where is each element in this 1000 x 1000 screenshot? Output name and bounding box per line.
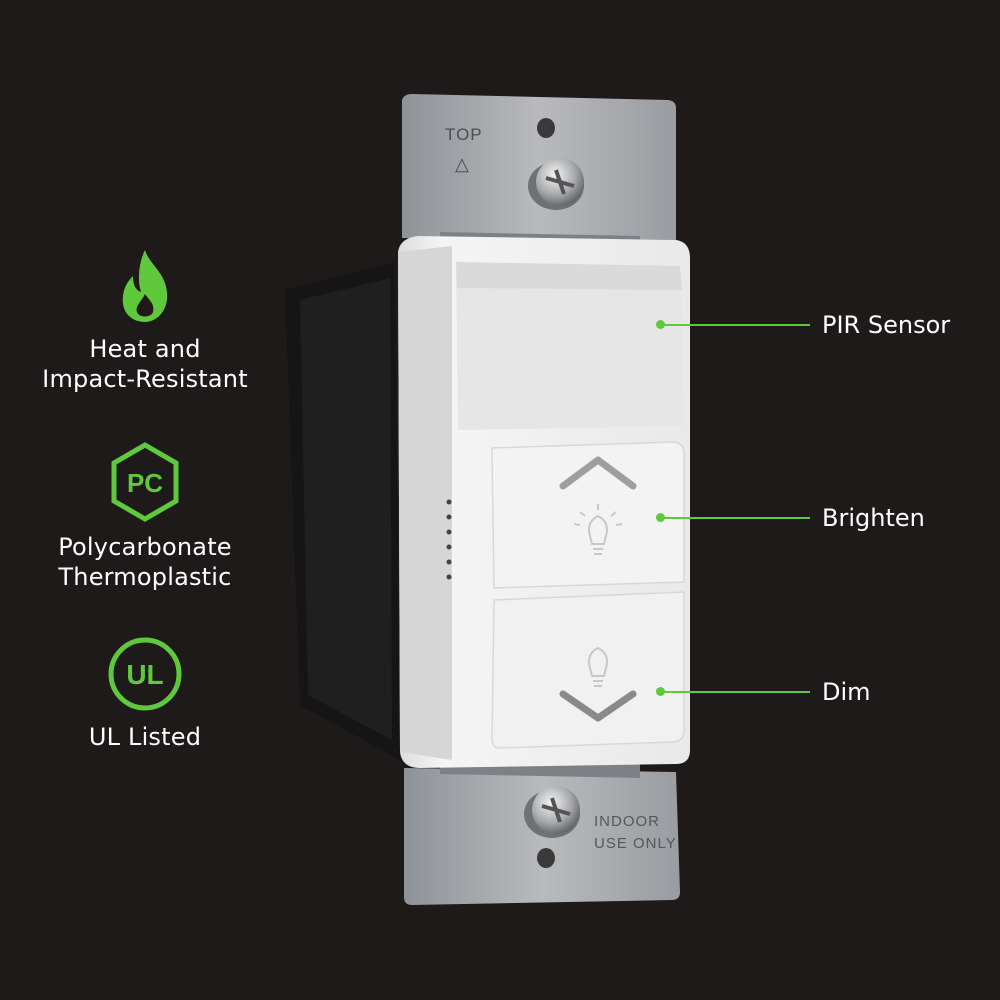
ul-circle-icon: UL bbox=[108, 637, 182, 711]
dim-button-shape bbox=[491, 591, 685, 749]
feature-polycarbonate: PC Polycarbonate Thermoplastic bbox=[40, 442, 250, 592]
bulb-bright-icon bbox=[573, 504, 623, 555]
feature-polycarbonate-label: Polycarbonate Thermoplastic bbox=[58, 533, 232, 591]
pir-sensor-lens bbox=[456, 262, 684, 430]
pir-sensor-callout-line bbox=[660, 324, 810, 326]
dim-callout-line bbox=[660, 691, 810, 693]
plate-top-text: TOP bbox=[445, 125, 483, 144]
feature-heat-impact-label: Heat and Impact-Resistant bbox=[42, 335, 248, 393]
ul-icon-text: UL bbox=[126, 659, 163, 690]
bottom-mounting-strap bbox=[404, 768, 680, 905]
feature-ul-listed: UL UL Listed bbox=[40, 636, 250, 752]
brighten-callout-line bbox=[660, 517, 810, 519]
dim-label: Dim bbox=[822, 678, 871, 706]
chevron-down-icon bbox=[559, 690, 637, 722]
plate-use-only-text: USE ONLY bbox=[594, 835, 677, 852]
chevron-up-icon bbox=[559, 456, 637, 490]
pc-icon-text: PC bbox=[127, 468, 163, 498]
feature-ul-listed-label: UL Listed bbox=[88, 723, 202, 751]
plate-top-symbol: △ bbox=[455, 154, 469, 174]
brighten-button-shape bbox=[491, 441, 685, 589]
bottom-screw bbox=[524, 786, 580, 838]
brighten-label: Brighten bbox=[822, 504, 925, 532]
bulb-dim-icon bbox=[588, 646, 608, 687]
flame-icon bbox=[122, 250, 168, 322]
plate-indoor-text: INDOOR bbox=[594, 813, 660, 830]
pir-sensor-label: PIR Sensor bbox=[822, 311, 951, 339]
feature-heat-impact: Heat and Impact-Resistant bbox=[40, 248, 250, 394]
pc-hexagon-icon: PC bbox=[111, 442, 179, 522]
top-screw bbox=[528, 158, 584, 210]
